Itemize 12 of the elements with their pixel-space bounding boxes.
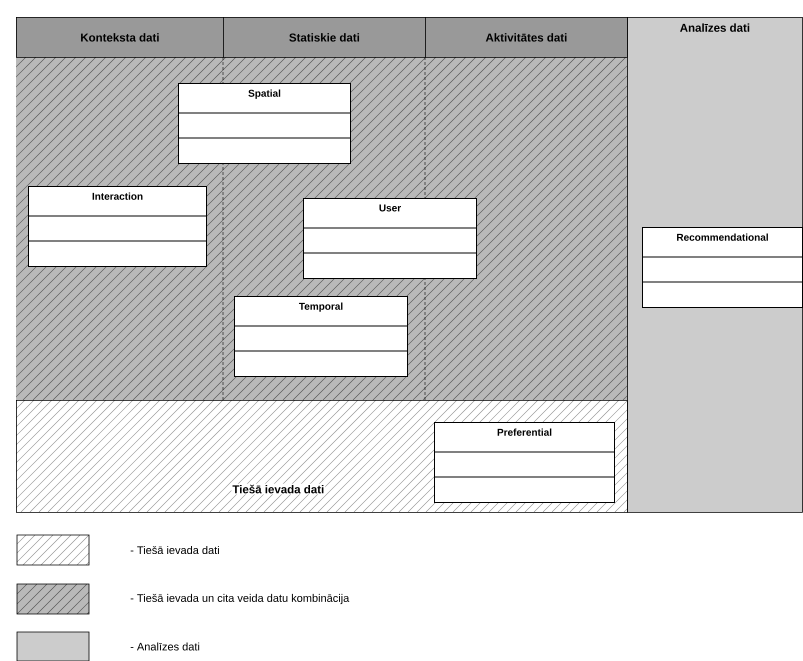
column-header: Konteksta dati: [16, 17, 224, 58]
column-header: Statiskie dati: [223, 17, 426, 58]
class-box: Spatial: [178, 83, 351, 164]
legend-label: - Analīzes dati: [130, 642, 200, 651]
class-box: User: [302, 198, 477, 279]
legend-label: - Tiešā ievada dati: [130, 546, 219, 554]
class-box: Recommendational: [642, 227, 803, 308]
class-box: Preferential: [434, 422, 615, 503]
class-box: Interaction: [28, 186, 207, 267]
class-box: Temporal: [234, 296, 408, 377]
column-header: Aktivitātes dati: [425, 17, 628, 58]
legend-label: - Tiešā ievada un cita veida datu kombinācija: [130, 594, 350, 604]
